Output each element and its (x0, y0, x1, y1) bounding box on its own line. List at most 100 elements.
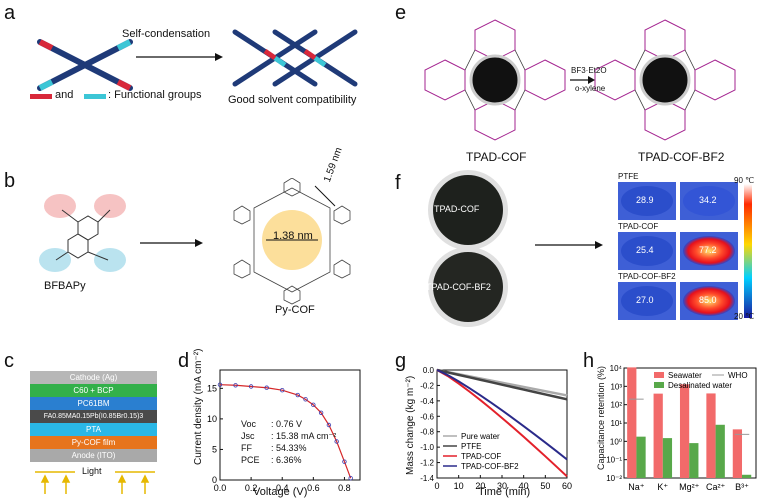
d-point (295, 392, 300, 398)
f-discs (428, 170, 508, 327)
pce-key: PCE (241, 455, 260, 465)
h-legend-label: Seawater (668, 371, 702, 380)
panel-b-label: b (4, 170, 16, 192)
panel-d-label: d (178, 350, 190, 372)
g-ytick-label: -1.2 (420, 459, 434, 468)
d-xtick-label: 0.4 (276, 483, 289, 493)
panel-b-pore1: 1.38 nm (273, 230, 313, 242)
h-ytick-label: 10³ (610, 382, 622, 391)
d-xtick-label: 0.6 (307, 483, 320, 493)
d-frame (219, 369, 361, 481)
light-arrows (35, 471, 155, 494)
h-bar-seawater (706, 393, 716, 478)
light-label: Light (82, 466, 102, 476)
g-xtick-label: 0 (434, 481, 439, 491)
h-ytick-label: 10⁻² (606, 474, 622, 483)
d-xlabel: Voltage (V) (253, 486, 308, 498)
g-xtick-label: 50 (540, 481, 550, 491)
jsc-key: Jsc (241, 431, 255, 441)
d-point (348, 475, 353, 481)
panel-e-structures (424, 19, 736, 141)
panel-c-label: c (4, 350, 14, 372)
d-ylabel: Current density (mA cm⁻²) (193, 348, 204, 465)
f-scale-max: 90 ℃ (734, 176, 755, 185)
reagent-xylene: o-xylene (575, 84, 606, 93)
f-scale-min: 20 ℃ (734, 312, 755, 321)
d-point (326, 422, 332, 428)
h-legend-swatch (654, 382, 664, 388)
g-series-3 (436, 369, 568, 461)
e-cof1: TPAD-COF (466, 150, 527, 164)
d-point (334, 439, 339, 444)
g-xtick-label: 40 (519, 481, 529, 491)
panel-a-and: and (55, 89, 74, 101)
h-ytick-label: 10¹ (610, 419, 622, 428)
layer-pta: PTA (30, 423, 157, 436)
d-xtick-label: 0.2 (245, 483, 258, 493)
layer-cathode: Cathode (Ag) (30, 371, 157, 384)
reagent-bf3: BF3·Et2O (571, 66, 607, 75)
h-legend-label: Desalinated water (668, 381, 732, 390)
h-bar-desalinated (742, 474, 752, 478)
g-xtick-label: 20 (475, 481, 485, 491)
f-arrow (535, 241, 603, 249)
voc-value: : 0.76 V (271, 419, 303, 429)
h-bar-seawater (679, 384, 690, 478)
d-point (303, 397, 308, 402)
panel-g-label: g (395, 350, 407, 372)
h-bar-desalinated (715, 424, 725, 478)
f-disc1: TPAD-COF (434, 204, 480, 214)
g-xtick-label: 10 (454, 481, 464, 491)
d-xtick-label: 0.0 (214, 483, 227, 493)
f-row1-v2: 34.2 (699, 195, 717, 205)
d-ytick-label: 15 (207, 383, 217, 393)
h-legend-label: WHO (728, 371, 748, 380)
voc-key: Voc (241, 419, 257, 429)
panel-h-label: h (583, 350, 595, 372)
h-bar-desalinated (636, 436, 646, 478)
d-xtick-label: 0.8 (338, 483, 351, 493)
h-ytick-label: 10⁴ (610, 364, 623, 373)
g-ytick-label: -0.8 (420, 428, 434, 437)
f-row3-v1: 27.0 (636, 295, 654, 305)
f-row3-name: TPAD-COF-BF2 (618, 272, 676, 281)
g-xtick-label: 30 (497, 481, 507, 491)
h-ytick-label: 10² (610, 401, 622, 410)
g-series-1 (436, 368, 568, 401)
panel-f-label: f (395, 172, 401, 194)
g-xtick-label: 60 (562, 481, 572, 491)
g-series-2 (436, 369, 568, 478)
g-ytick-label: -1.0 (420, 443, 434, 452)
d-point (318, 410, 324, 415)
d-ytick-label: 10 (207, 414, 217, 424)
h-category-label: Mg²⁺ (679, 482, 699, 492)
panel-b-structures (39, 178, 351, 305)
jsc-value: : 15.38 mA cm⁻² (271, 431, 337, 441)
d-point (248, 384, 254, 389)
f-thermal (618, 182, 752, 320)
g-legend-label: Pure water (461, 432, 500, 441)
h-category-label: B³⁺ (735, 482, 749, 492)
h-bar-seawater (732, 429, 743, 478)
f-row2-v2: 77.2 (699, 245, 717, 255)
d-point (217, 382, 223, 387)
h-category-label: Na⁺ (628, 482, 645, 492)
g-xlabel: Time (min) (478, 486, 531, 498)
ff-key: FF (241, 443, 252, 453)
f-row1-name: PTFE (618, 172, 639, 181)
layer-pcbm: PC61BM (30, 397, 157, 410)
h-ytick-label: 10⁻¹ (606, 456, 622, 465)
d-point (233, 383, 238, 388)
g-ytick-label: -0.2 (420, 381, 434, 390)
g-ylabel: Mass change (kg m⁻²) (405, 375, 416, 475)
f-disc2: TPAD-COF-BF2 (426, 282, 491, 292)
panel-a-label: a (4, 2, 16, 24)
layer-c60-bcp: C60 + BCP (30, 384, 157, 397)
h-legend-swatch (654, 372, 664, 378)
panel-a-arrow-text: Self-condensation (122, 28, 211, 40)
d-point (311, 402, 316, 408)
d-point (342, 459, 347, 464)
d-ytick-label: 5 (212, 444, 217, 454)
h-bar-desalinated (662, 438, 673, 478)
